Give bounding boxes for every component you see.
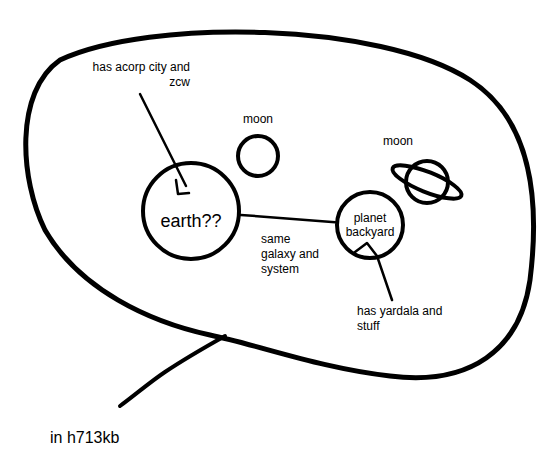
planet-circle: planet backyard xyxy=(334,190,406,260)
callout-note: has acorp city and zcw xyxy=(80,60,190,90)
circle-outline xyxy=(337,192,403,258)
connector-line xyxy=(241,215,335,222)
earth-circle: earth?? xyxy=(140,160,242,262)
node-text: moon xyxy=(230,112,286,126)
circle-outline xyxy=(238,136,278,176)
node-text: planet backyard xyxy=(342,211,398,239)
connector-label: same galaxy and system xyxy=(261,232,323,277)
node-text: moon xyxy=(383,134,467,148)
region-outline xyxy=(26,32,534,378)
caption: in h713kb xyxy=(50,428,119,448)
moon-circle: moon xyxy=(230,112,286,178)
planet-ring xyxy=(389,159,465,205)
leader-hook xyxy=(176,180,189,194)
callout-note: has yardala and stuff xyxy=(357,304,447,334)
region-tail xyxy=(120,336,225,406)
node-text: earth?? xyxy=(151,211,232,232)
ringed-moon: moon xyxy=(383,134,467,210)
circle-outline xyxy=(143,163,239,259)
